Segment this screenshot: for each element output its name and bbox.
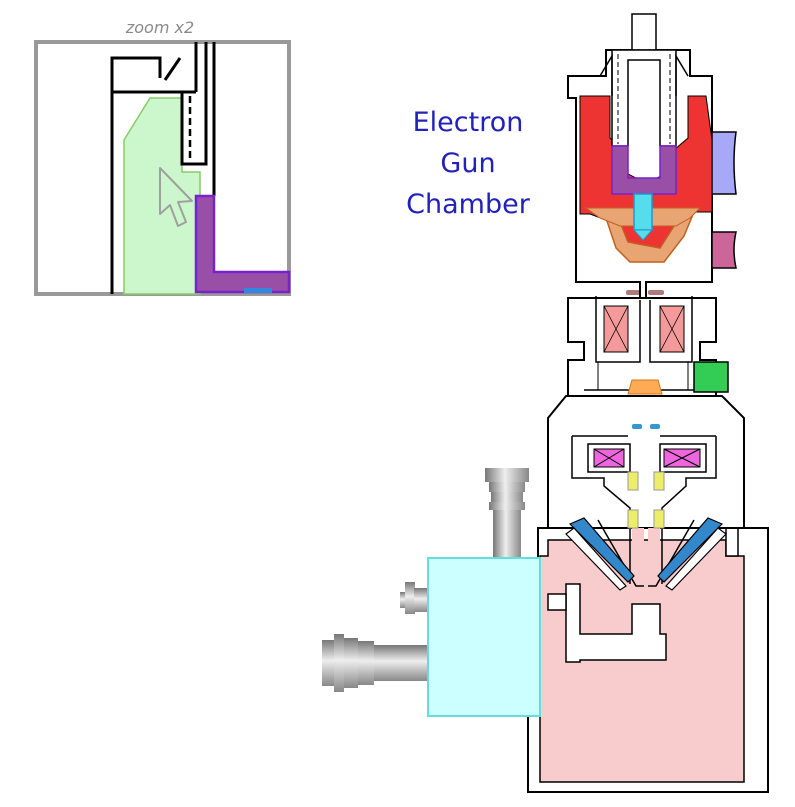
zoom-label: zoom x2 — [125, 18, 195, 37]
title-line-3: Chamber — [406, 189, 530, 220]
electron-gun-chamber — [567, 13, 737, 299]
side-ports — [322, 468, 529, 692]
objective-lens-section — [547, 395, 745, 591]
electron-gun-chamber-label: Electron Gun Chamber — [388, 102, 548, 225]
mouse-cursor-icon — [159, 167, 193, 227]
condenser-section — [567, 290, 729, 397]
zoom-inset — [34, 40, 291, 296]
detector-box — [427, 557, 541, 717]
specimen-chamber — [527, 527, 769, 793]
title-line-1: Electron — [412, 107, 524, 138]
title-line-2: Gun — [440, 148, 496, 179]
